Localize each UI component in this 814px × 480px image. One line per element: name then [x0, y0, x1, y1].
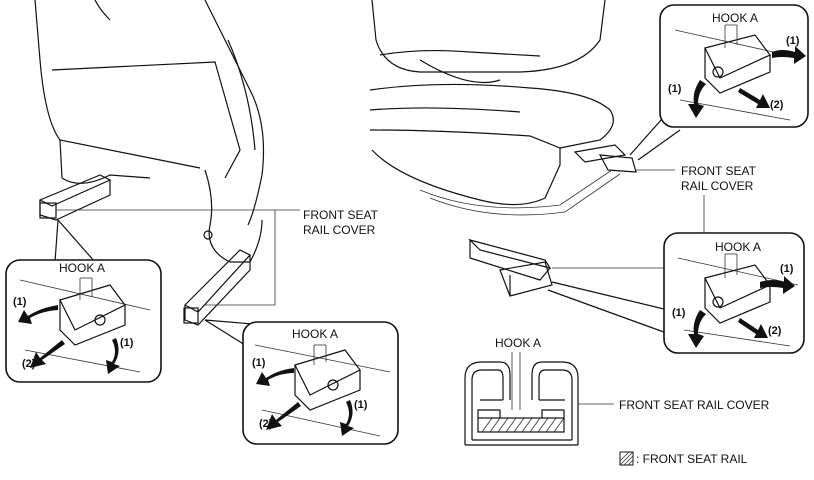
- hook-a-label: HOOK A: [292, 327, 338, 341]
- inset-upper-right: HOOK A (1) (1) (2): [659, 4, 809, 128]
- rail-cover-cross-section: HOOK A FRONT SEAT RAIL COVER: [464, 336, 770, 446]
- step-1-label: (1): [354, 399, 368, 411]
- hook-a-label: HOOK A: [712, 11, 758, 25]
- step-2-label: (2): [259, 418, 273, 430]
- right-seat-illustration: [369, 0, 637, 297]
- step-2-label: (2): [770, 99, 784, 111]
- step-1-label: (1): [13, 296, 27, 308]
- legend-label: : FRONT SEAT RAIL: [636, 452, 748, 466]
- cross-section-cover-label: FRONT SEAT RAIL COVER: [619, 398, 770, 412]
- step-2-label: (2): [768, 325, 782, 337]
- step-1-label: (1): [120, 337, 134, 349]
- step-1-label: (1): [672, 307, 686, 319]
- step-1-label: (1): [786, 35, 800, 47]
- step-1-label: (1): [668, 83, 682, 95]
- inset-lower-right: HOOK A (1) (1) (2): [663, 232, 805, 354]
- right-rail-cover-label: FRONT SEAT RAIL COVER: [681, 164, 759, 193]
- left-seat-illustration: [34, 0, 265, 326]
- hook-a-label: HOOK A: [59, 261, 105, 275]
- hook-a-label: HOOK A: [715, 240, 761, 254]
- legend: : FRONT SEAT RAIL: [619, 451, 748, 466]
- step-1-label: (1): [780, 263, 794, 275]
- hook-a-label: HOOK A: [495, 336, 541, 350]
- left-rail-cover-label: FRONT SEAT RAIL COVER: [303, 208, 381, 237]
- inset-right-rail-front: HOOK A (1) (2) (1): [242, 321, 399, 445]
- step-1-label: (1): [252, 357, 266, 369]
- step-2-label: (2): [22, 358, 36, 370]
- hatch-swatch: [619, 451, 634, 466]
- inset-left-rail-front: HOOK A (1) (2) (1): [5, 259, 162, 383]
